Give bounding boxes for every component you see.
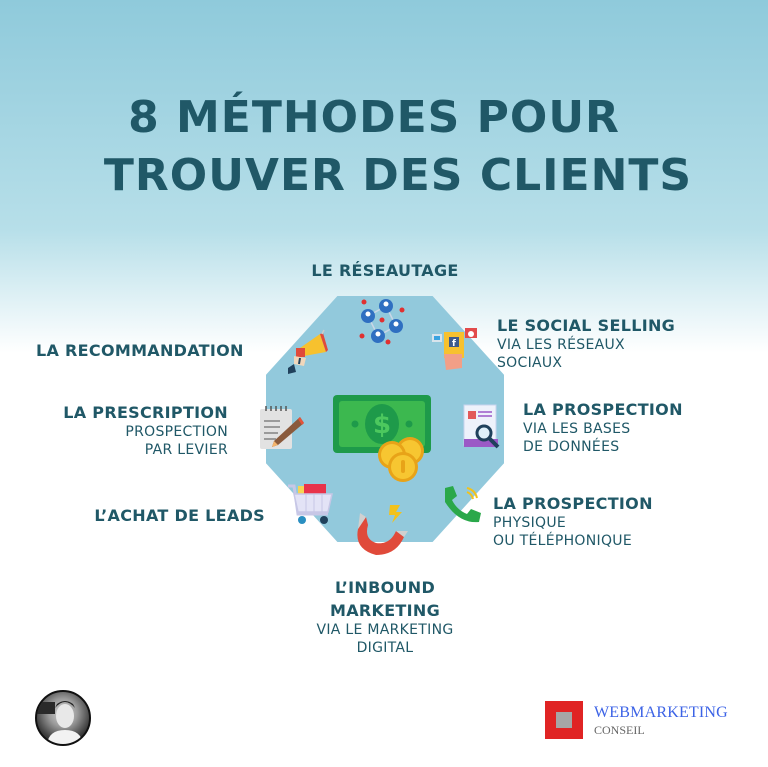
method-title: MARKETING bbox=[329, 601, 441, 620]
method-subtitle: PHYSIQUE bbox=[493, 515, 567, 531]
phone-icon bbox=[441, 482, 483, 524]
svg-text:f: f bbox=[452, 339, 456, 349]
method-prospection-phone: LA PROSPECTION PHYSIQUE OU TÉLÉPHONIQUE bbox=[493, 494, 653, 551]
megaphone-icon bbox=[286, 328, 330, 376]
method-title: LA RECOMMANDATION bbox=[36, 341, 244, 360]
network-people-icon bbox=[358, 296, 410, 346]
method-subtitle: PAR LEVIER bbox=[144, 442, 228, 458]
method-subtitle: VIA LES RÉSEAUX bbox=[497, 337, 625, 353]
method-achat-leads: L’ACHAT DE LEADS bbox=[70, 506, 265, 525]
title-line-2: TROUVER DES CLIENTS bbox=[103, 150, 693, 201]
method-title: LA PROSPECTION bbox=[493, 494, 653, 513]
method-subtitle: DE DONNÉES bbox=[523, 439, 620, 455]
notepad-pencil-icon bbox=[258, 405, 306, 453]
method-inbound: L’INBOUND MARKETING VIA LE MARKETING DIG… bbox=[285, 578, 485, 658]
database-search-icon bbox=[462, 403, 504, 451]
method-subtitle: OU TÉLÉPHONIQUE bbox=[493, 533, 632, 549]
money-bill-coins-icon: $ bbox=[333, 395, 433, 490]
method-title: LA PROSPECTION bbox=[523, 400, 683, 419]
svg-text:$: $ bbox=[373, 410, 391, 440]
magnet-icon bbox=[356, 503, 412, 557]
method-title: LE SOCIAL SELLING bbox=[497, 316, 676, 335]
method-subtitle: VIA LES BASES bbox=[523, 421, 631, 437]
method-subtitle: DIGITAL bbox=[356, 640, 414, 656]
method-prescription: LA PRESCRIPTION PROSPECTION PAR LEVIER bbox=[30, 403, 228, 460]
author-avatar bbox=[35, 690, 91, 746]
method-prospection-bdd: LA PROSPECTION VIA LES BASES DE DONNÉES bbox=[523, 400, 683, 457]
brand-subtitle: CONSEIL bbox=[594, 723, 645, 737]
method-recommandation: LA RECOMMANDATION bbox=[36, 341, 244, 360]
brand-logo-inner-square bbox=[556, 712, 572, 728]
brand-logo-mark bbox=[545, 701, 583, 739]
method-reseautage: LE RÉSEAUTAGE bbox=[285, 261, 485, 280]
method-social-selling: LE SOCIAL SELLING VIA LES RÉSEAUX SOCIAU… bbox=[497, 316, 675, 373]
method-subtitle: VIA LE MARKETING bbox=[316, 622, 454, 638]
method-title: L’INBOUND bbox=[334, 578, 436, 597]
method-title: LA PRESCRIPTION bbox=[63, 403, 228, 422]
method-subtitle: PROSPECTION bbox=[125, 424, 228, 440]
social-phone-icon: f bbox=[432, 328, 478, 374]
method-subtitle: SOCIAUX bbox=[497, 355, 563, 371]
shopping-cart-icon bbox=[284, 482, 334, 528]
method-title: LE RÉSEAUTAGE bbox=[311, 261, 459, 280]
title-line-1: 8 MÉTHODES POUR bbox=[128, 92, 620, 143]
method-title: L’ACHAT DE LEADS bbox=[94, 506, 265, 525]
brand-name: WEBMARKETING bbox=[594, 704, 728, 721]
